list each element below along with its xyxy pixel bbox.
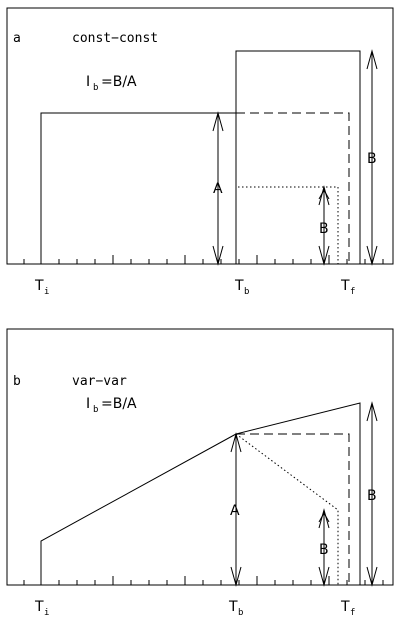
panel-a-dotted-curve — [235, 113, 339, 264]
panel-a-arrow-A-label: A — [213, 181, 223, 197]
panel-a-formula-rest: =B/A — [101, 74, 137, 90]
svg-text:T: T — [34, 599, 44, 615]
svg-text:T: T — [234, 278, 244, 294]
panel-a-label-Tf: T f — [340, 278, 355, 297]
panel-a-ticks — [23, 255, 384, 264]
panel-a-burst-curve — [235, 50, 361, 264]
svg-text:f: f — [350, 608, 355, 618]
svg-text:b: b — [244, 287, 249, 297]
panel-b: b var−var I b =B/A — [6, 328, 394, 618]
panel-b-letter: b — [13, 374, 21, 389]
svg-text:b: b — [238, 608, 243, 618]
panel-b-arrow-B-large — [366, 401, 378, 587]
panel-b-arrow-B-small — [318, 508, 330, 587]
svg-text:T: T — [34, 278, 44, 294]
panel-b-arrow-B-small-label: B — [319, 542, 329, 558]
panel-b-label-Tb: T b — [228, 599, 243, 618]
panel-b-frame — [6, 328, 394, 586]
panel-a-formula: I b =B/A — [86, 74, 137, 93]
svg-text:T: T — [340, 278, 350, 294]
panel-a-frame — [6, 7, 394, 265]
panel-b-formula-rest: =B/A — [101, 396, 137, 412]
panel-b-label-Ti: T i — [34, 599, 49, 618]
panel-b-dotted-curve — [235, 433, 339, 585]
svg-text:T: T — [228, 599, 238, 615]
panel-a: a const−const I b =B/A — [6, 7, 394, 297]
panel-b-arrow-A — [230, 432, 242, 587]
panel-b-title: var−var — [72, 374, 127, 389]
panel-a-arrow-B-small — [318, 185, 330, 266]
panel-a-arrow-B-large — [366, 49, 378, 266]
panel-a-base-curve — [40, 112, 236, 264]
svg-text:f: f — [350, 287, 355, 297]
panel-a-title: const−const — [72, 31, 158, 46]
panel-b-formula-main: I — [86, 396, 90, 412]
panel-b-burst-curve — [235, 402, 361, 585]
panel-b-base-curve — [40, 433, 237, 585]
panel-b-label-Tf: T f — [340, 599, 355, 618]
panel-b-arrow-B-large-label: B — [367, 488, 377, 504]
panel-b-formula: I b =B/A — [86, 396, 137, 415]
panel-b-arrow-A-label: A — [230, 503, 240, 519]
panel-b-dashed-curve — [236, 433, 350, 585]
panel-a-dashed-curve — [236, 112, 350, 264]
panel-a-label-Tb: T b — [234, 278, 249, 297]
svg-text:i: i — [44, 608, 49, 618]
svg-text:i: i — [44, 287, 49, 297]
panel-a-formula-sub: b — [93, 83, 98, 93]
panel-a-letter: a — [13, 31, 21, 46]
panel-a-arrow-A — [212, 111, 224, 266]
panel-a-arrow-B-large-label: B — [367, 151, 377, 167]
panel-b-formula-sub: b — [93, 405, 98, 415]
panel-b-ticks — [23, 576, 384, 585]
panel-a-arrow-B-small-label: B — [319, 221, 329, 237]
panel-a-formula-main: I — [86, 74, 90, 90]
panel-a-label-Ti: T i — [34, 278, 49, 297]
svg-text:T: T — [340, 599, 350, 615]
